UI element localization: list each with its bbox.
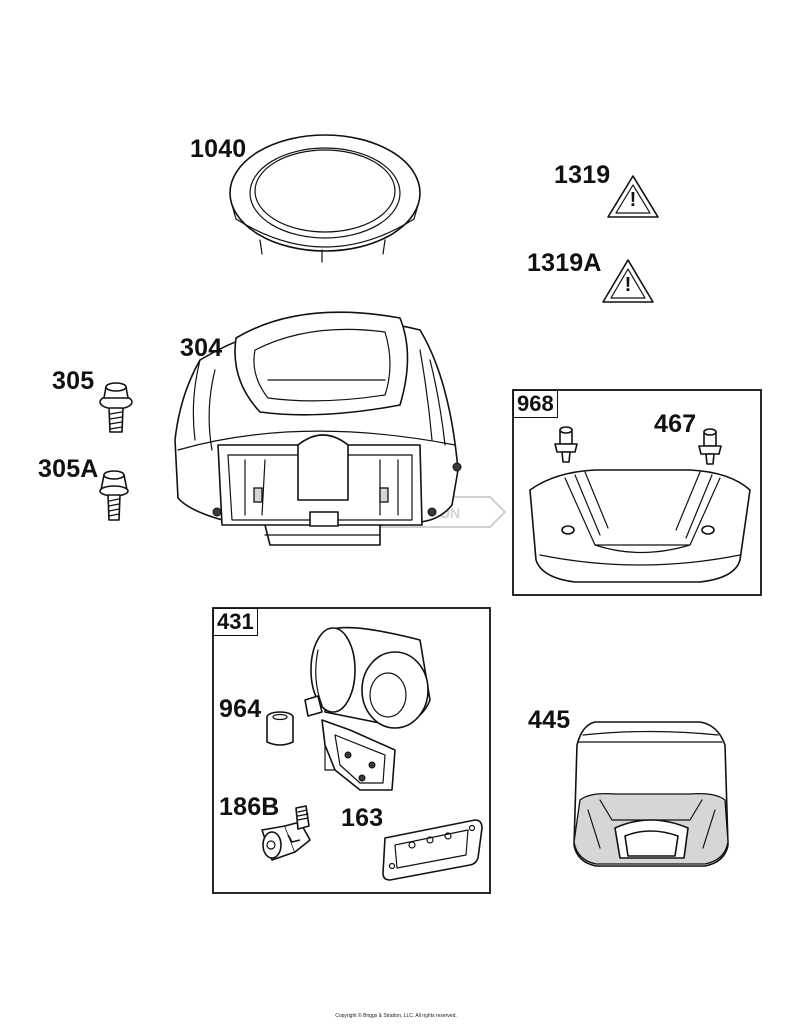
part-1040-rotating-screen [229, 134, 421, 263]
callout-1040: 1040 [190, 135, 247, 163]
part-186b-fitting [261, 805, 311, 861]
callout-305: 305 [52, 367, 95, 395]
callout-1319: 1319 [554, 161, 611, 189]
part-305a-bolt [99, 470, 129, 521]
copyright-notice: Copyright © Briggs & Stratton, LLC. All … [335, 1013, 457, 1019]
part-1319-warning-label [607, 175, 659, 218]
part-968-air-cleaner-cover [529, 469, 751, 583]
callout-968: 968 [513, 390, 558, 418]
callout-964: 964 [219, 695, 262, 723]
callout-1319a: 1319A [527, 249, 602, 277]
callout-186b: 186B [219, 793, 280, 821]
warning-exclamation-1319a: ! [624, 274, 632, 296]
part-431-air-cleaner-base [304, 626, 431, 791]
callout-431: 431 [213, 608, 258, 636]
part-467-nut-right [698, 428, 722, 465]
kit-431-box [212, 607, 491, 894]
part-964-sleeve [266, 711, 294, 746]
warning-exclamation-1319: ! [629, 189, 637, 211]
callout-445: 445 [528, 706, 571, 734]
callout-305a: 305A [38, 455, 99, 483]
callout-304: 304 [180, 334, 223, 362]
part-467-nut-left [554, 426, 578, 463]
callout-163: 163 [341, 804, 384, 832]
part-305-bolt [99, 382, 133, 433]
part-1319a-warning-label [602, 259, 654, 303]
part-163-gasket [382, 819, 483, 881]
callout-467: 467 [654, 410, 697, 438]
part-445-air-filter [573, 721, 729, 867]
kit-968-box [512, 389, 762, 596]
part-304-blower-housing: BRIGGS&STRATTON [174, 311, 507, 546]
